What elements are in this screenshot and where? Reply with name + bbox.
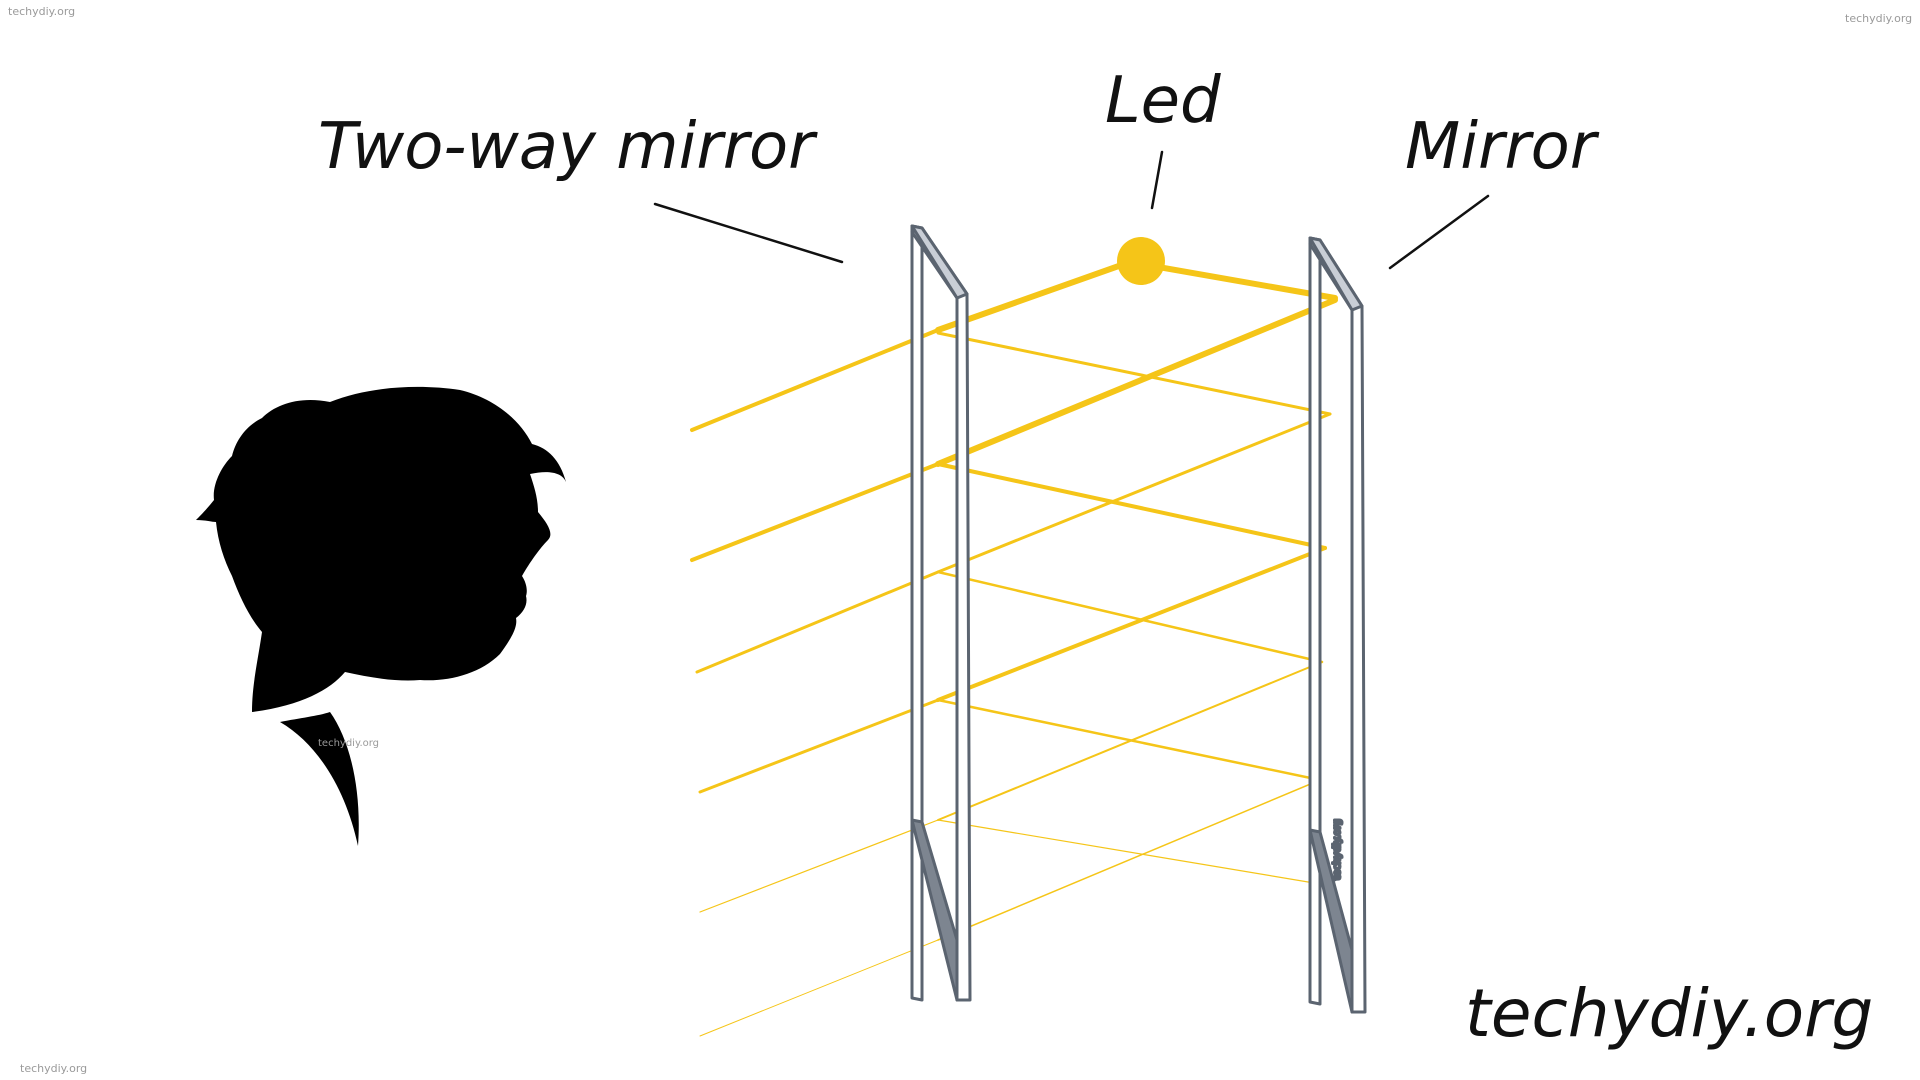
label-led: Led: [1105, 64, 1221, 138]
beam-reflect-2: [936, 331, 1332, 416]
beam-exit-2: [690, 462, 940, 562]
pointer-mirror: [1388, 194, 1490, 270]
pointer-lines: [653, 150, 1490, 270]
beam-led-right: [1127, 259, 1338, 301]
two-way-mirror-panel: [910, 224, 972, 1002]
label-mirror: Mirror: [1405, 110, 1600, 184]
beam-led-left: [935, 259, 1133, 333]
mirror-side-watermark: techydiy.org: [1332, 819, 1343, 880]
led-dot-icon: [1117, 237, 1165, 285]
watermark-top-left: techydiy.org: [8, 5, 75, 18]
beam-exit-5: [699, 819, 939, 913]
mirror-bottom-shade: [1308, 828, 1354, 1014]
watermark-top-right: techydiy.org: [1845, 12, 1912, 25]
label-two-way-mirror: Two-way mirror: [318, 110, 818, 184]
two-way-mirror-top-edge: [910, 224, 969, 300]
silhouette-watermark: techydiy.org: [318, 738, 379, 749]
beam-reflect-1: [935, 297, 1338, 467]
mirror-front-face: [1308, 236, 1322, 1006]
back-mirror-panel: techydiy.org: [1308, 236, 1367, 1014]
beam-exit-1: [690, 328, 940, 432]
beam-reflect-8: [937, 661, 1323, 821]
brand-text: techydiy.org: [1465, 975, 1873, 1052]
beam-reflect-3: [936, 462, 1327, 550]
head-silhouette-icon: techydiy.org: [196, 386, 566, 846]
beam-reflect-9: [937, 779, 1321, 941]
beam-reflect-7: [936, 698, 1322, 782]
head-silhouette-shape: [196, 386, 566, 846]
pointer-led: [1150, 150, 1164, 210]
beam-reflect-4: [936, 412, 1332, 574]
mirror-top-edge: [1308, 236, 1364, 312]
two-way-mirror-bottom-shade: [910, 818, 959, 1002]
beam-exit-4: [698, 698, 940, 794]
light-beams: [690, 259, 1338, 1037]
beam-reflect-5: [936, 546, 1327, 702]
two-way-mirror-front-face: [910, 224, 924, 1002]
beam-reflect-10: [937, 819, 1321, 885]
pointer-two-way-mirror: [653, 202, 844, 264]
watermark-bottom-left: techydiy.org: [20, 1062, 87, 1075]
beam-exit-3: [695, 570, 940, 674]
beam-reflect-6: [936, 570, 1324, 664]
beam-exit-6: [699, 939, 939, 1037]
